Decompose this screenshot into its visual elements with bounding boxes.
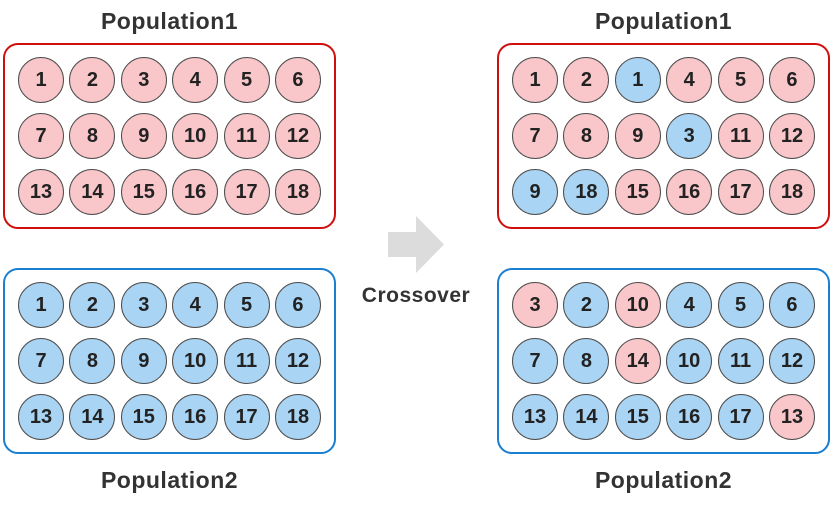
individual-circle: 3 <box>120 57 167 103</box>
individual-circle: 1 <box>512 57 558 103</box>
individual-circle: 16 <box>172 169 219 215</box>
individual-circle: 11 <box>717 338 764 384</box>
individual-circle: 14 <box>614 338 661 384</box>
individual-circle: 18 <box>274 394 321 440</box>
individual-circle: 14 <box>69 169 116 215</box>
individual-circle: 9 <box>120 113 167 159</box>
individual-circle: 12 <box>274 113 321 159</box>
individual-circle: 15 <box>614 169 661 215</box>
individual-circle: 6 <box>274 57 321 103</box>
individual-circle: 16 <box>666 169 713 215</box>
individual-circle: 2 <box>563 57 610 103</box>
individual-circle: 6 <box>768 57 815 103</box>
individual-circle: 11 <box>223 338 270 384</box>
individual-circle: 9 <box>120 338 167 384</box>
individual-circle: 10 <box>172 338 219 384</box>
individual-circle: 13 <box>512 394 558 440</box>
individual-circle: 13 <box>18 169 64 215</box>
individual-circle: 5 <box>223 57 270 103</box>
individual-circle: 15 <box>120 394 167 440</box>
individual-circle: 4 <box>172 57 219 103</box>
individual-circle: 1 <box>18 282 64 328</box>
individual-circle: 14 <box>563 394 610 440</box>
individual-circle: 15 <box>120 169 167 215</box>
individual-circle: 6 <box>768 282 815 328</box>
population1-after-title: Population1 <box>594 8 733 34</box>
individual-circle: 15 <box>614 394 661 440</box>
individual-circle: 11 <box>717 113 764 159</box>
individual-circle: 17 <box>717 169 764 215</box>
individual-circle: 5 <box>223 282 270 328</box>
crossover-label: Crossover <box>361 284 471 307</box>
individual-circle: 14 <box>69 394 116 440</box>
individual-circle: 7 <box>18 113 64 159</box>
individual-circle: 2 <box>563 282 610 328</box>
individual-circle: 9 <box>512 169 558 215</box>
individual-circle: 1 <box>18 57 64 103</box>
individual-circle: 5 <box>717 282 764 328</box>
individual-circle: 8 <box>69 113 116 159</box>
individual-circle: 18 <box>274 169 321 215</box>
individual-circle: 6 <box>274 282 321 328</box>
individual-circle: 7 <box>512 338 558 384</box>
individual-circle: 8 <box>563 338 610 384</box>
individual-circle: 2 <box>69 282 116 328</box>
individual-circle: 4 <box>172 282 219 328</box>
individual-circle: 13 <box>18 394 64 440</box>
individual-circle: 4 <box>666 57 713 103</box>
individual-circle: 8 <box>563 113 610 159</box>
individual-circle: 1 <box>614 57 661 103</box>
individual-circle: 5 <box>717 57 764 103</box>
individual-circle: 10 <box>614 282 661 328</box>
individual-circle: 3 <box>120 282 167 328</box>
individual-circle: 16 <box>666 394 713 440</box>
individual-circle: 7 <box>512 113 558 159</box>
individual-circle: 4 <box>666 282 713 328</box>
individual-circle: 13 <box>768 394 815 440</box>
individual-circle: 16 <box>172 394 219 440</box>
individual-circle: 3 <box>666 113 713 159</box>
population1-before-title: Population1 <box>100 8 239 34</box>
crossover-indicator: Crossover <box>335 216 497 308</box>
individual-circle: 2 <box>69 57 116 103</box>
right-arrow-icon <box>388 216 444 273</box>
individual-circle: 17 <box>223 394 270 440</box>
individual-circle: 17 <box>223 169 270 215</box>
individual-circle: 10 <box>666 338 713 384</box>
individual-circle: 12 <box>768 113 815 159</box>
population2-before-title: Population2 <box>100 467 239 493</box>
population2-after-title: Population2 <box>594 467 733 493</box>
individual-circle: 10 <box>172 113 219 159</box>
individual-circle: 18 <box>768 169 815 215</box>
individual-circle: 12 <box>768 338 815 384</box>
individual-circle: 9 <box>614 113 661 159</box>
individual-circle: 18 <box>563 169 610 215</box>
individual-circle: 7 <box>18 338 64 384</box>
individual-circle: 3 <box>512 282 558 328</box>
individual-circle: 12 <box>274 338 321 384</box>
individual-circle: 17 <box>717 394 764 440</box>
individual-circle: 11 <box>223 113 270 159</box>
individual-circle: 8 <box>69 338 116 384</box>
